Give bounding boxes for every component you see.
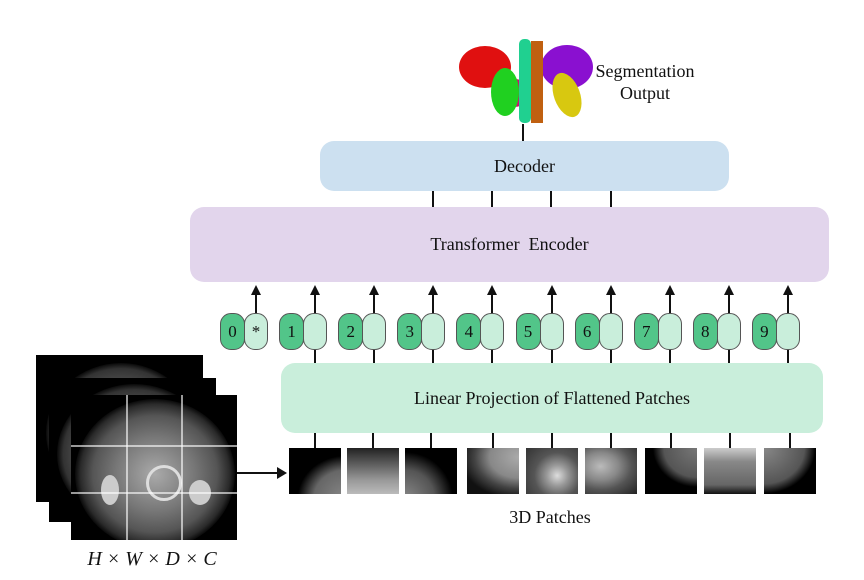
ct-patch (645, 448, 697, 494)
patch-embedding-token (657, 313, 682, 350)
patch-embedding-token (598, 313, 623, 350)
projection-connector (727, 350, 730, 363)
transformer-encoder-label: Transformer Encoder (430, 234, 589, 254)
patch-connector (314, 433, 316, 448)
token-arrow (314, 294, 317, 313)
patch-connector (430, 433, 432, 448)
token-arrow (373, 294, 376, 313)
ct-patch (289, 448, 341, 494)
ct-patch (405, 448, 457, 494)
ct-patch (467, 448, 519, 494)
organ-ivc (519, 39, 531, 123)
token-arrowhead (487, 285, 498, 295)
segmentation-output-image (459, 39, 593, 123)
patch-connector (372, 433, 374, 448)
transformer-encoder-block: Transformer Encoder (190, 207, 829, 282)
segmentation-output-line2: Output (619, 83, 670, 103)
token-arrow (255, 294, 257, 313)
token-arrowhead (723, 285, 734, 295)
patch-embedding-token (421, 313, 446, 350)
token-arrow (550, 294, 553, 313)
token-arrowhead (782, 285, 793, 295)
patch-embedding-token: * (244, 313, 268, 350)
patch-connector (670, 433, 672, 448)
token-arrow (786, 294, 789, 313)
patches-label: 3D Patches (509, 507, 591, 527)
patch-embedding-token (775, 313, 800, 350)
patch-embedding-token (362, 313, 387, 350)
patch-embedding-token (716, 313, 741, 350)
token-arrow (668, 294, 671, 313)
organ-kidney-right (491, 68, 519, 116)
token-arrow (609, 294, 612, 313)
position-token: 9 (751, 313, 777, 350)
input-arrowhead (277, 467, 287, 479)
output-connector (522, 124, 524, 141)
decoder-connector (491, 191, 493, 207)
organ-spleen (541, 45, 593, 89)
organ-kidney-left (552, 72, 582, 118)
patch-connector (729, 433, 731, 448)
token-arrow (727, 294, 730, 313)
token-arrow (432, 294, 435, 313)
projection-connector (550, 350, 553, 363)
position-token: 2 (338, 313, 364, 350)
patch-connector (789, 433, 791, 448)
position-token: 8 (692, 313, 718, 350)
segmentation-output-label: Segmentation Output (590, 60, 700, 104)
decoder-label: Decoder (494, 155, 555, 176)
position-token: 3 (397, 313, 423, 350)
position-token: 1 (279, 313, 305, 350)
projection-connector (786, 350, 789, 363)
token-arrowhead (546, 285, 557, 295)
projection-connector (668, 350, 671, 363)
linear-projection-label: Linear Projection of Flattened Patches (414, 387, 690, 408)
linear-projection-block: Linear Projection of Flattened Patches (281, 363, 823, 433)
projection-connector (314, 350, 317, 363)
input-volume-label: H × W × D × C (87, 548, 217, 570)
token-arrowhead (310, 285, 321, 295)
ct-patch (526, 448, 578, 494)
token-arrow (491, 294, 494, 313)
ct-patch (585, 448, 637, 494)
patch-embedding-token (480, 313, 505, 350)
position-token: 5 (515, 313, 541, 350)
position-token: 4 (456, 313, 482, 350)
projection-connector (609, 350, 612, 363)
patch-embedding-token (539, 313, 564, 350)
decoder-connector (432, 191, 434, 207)
token-arrowhead (605, 285, 616, 295)
position-token: 7 (633, 313, 659, 350)
token-arrowhead (251, 285, 261, 295)
token-arrowhead (428, 285, 439, 295)
token-arrowhead (369, 285, 380, 295)
decoder-connector (610, 191, 612, 207)
input-arrow (237, 472, 279, 474)
decoder-connector (550, 191, 552, 207)
ct-patch (347, 448, 399, 494)
decoder-block: Decoder (320, 141, 729, 191)
ct-patch (764, 448, 816, 494)
position-token: 0 (220, 313, 245, 350)
position-token: 6 (574, 313, 600, 350)
ct-slice-front (71, 395, 237, 540)
organ-aorta (531, 41, 543, 123)
patch-connector (610, 433, 612, 448)
projection-connector (491, 350, 494, 363)
projection-connector (432, 350, 435, 363)
patch-connector (492, 433, 494, 448)
token-arrowhead (664, 285, 675, 295)
projection-connector (373, 350, 376, 363)
ct-patch (704, 448, 756, 494)
segmentation-output-line1: Segmentation (595, 61, 695, 81)
patch-embedding-token (303, 313, 328, 350)
patch-connector (551, 433, 553, 448)
